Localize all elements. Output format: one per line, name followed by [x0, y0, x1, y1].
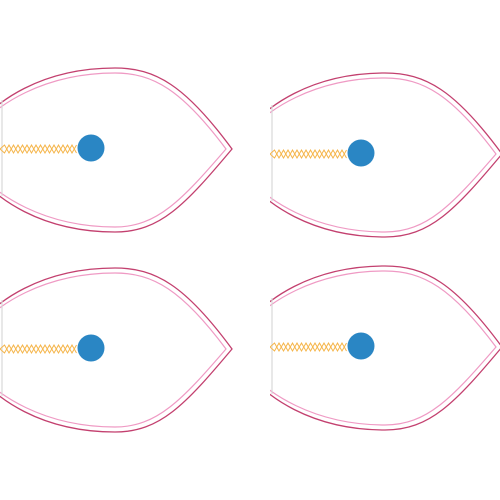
teardrop-outline-inner — [270, 270, 497, 426]
blue-dot — [77, 134, 105, 162]
blue-dot — [347, 139, 375, 167]
teardrop-outline-outer — [270, 72, 500, 238]
teardrop-figure — [0, 267, 233, 433]
panel-top-right — [270, 5, 500, 255]
blue-dot — [347, 332, 375, 360]
teardrop-outline-inner — [0, 72, 227, 228]
teardrop-outline-outer — [0, 67, 233, 233]
blue-dot — [77, 334, 105, 362]
panel-bottom-left — [0, 200, 250, 450]
teardrop-figure — [0, 67, 233, 233]
teardrop-outline-inner — [0, 272, 227, 428]
teardrop-outline-inner — [270, 77, 497, 233]
zigzag-line-b — [0, 143, 77, 155]
zigzag-line-b — [0, 343, 77, 355]
teardrop-outline-outer — [0, 267, 233, 433]
panel-top-left — [0, 0, 250, 250]
teardrop-outline-outer — [270, 265, 500, 431]
teardrop-figure — [270, 265, 500, 431]
panel-bottom-right — [270, 198, 500, 448]
teardrop-figure — [270, 72, 500, 238]
zigzag-line-b — [270, 341, 347, 353]
zigzag-line-b — [270, 148, 347, 160]
